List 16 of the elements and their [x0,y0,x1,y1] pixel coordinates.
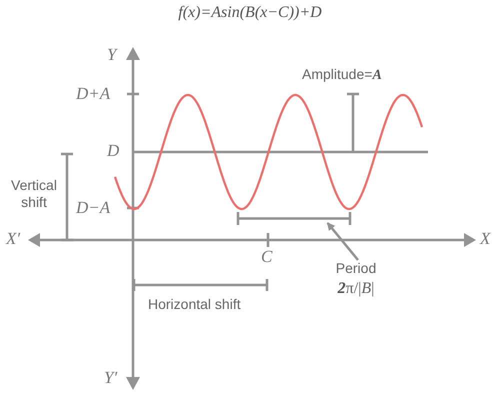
formula-title: f(x)=Asin(B(x−C))+D [177,4,323,22]
period-bracket [236,210,352,226]
amplitude-label: Amplitude=A [302,66,382,85]
horizontal-shift-label: Horizontal shift [148,296,241,313]
axis-label: X′ [6,229,20,250]
leader-arrow [326,222,359,261]
value-label: D+A [76,84,110,104]
axis-label: Y′ [104,368,118,388]
axis-label: Y [107,45,116,66]
vertical-shift-label: Vertical shift [10,177,58,211]
axis-label: X [480,229,490,250]
value-label: D [107,141,120,162]
axis-label: C [261,247,272,268]
value-label: D−A [76,198,110,218]
period-formula: 2π/|B| [336,278,376,298]
period-label: Period [334,260,378,277]
